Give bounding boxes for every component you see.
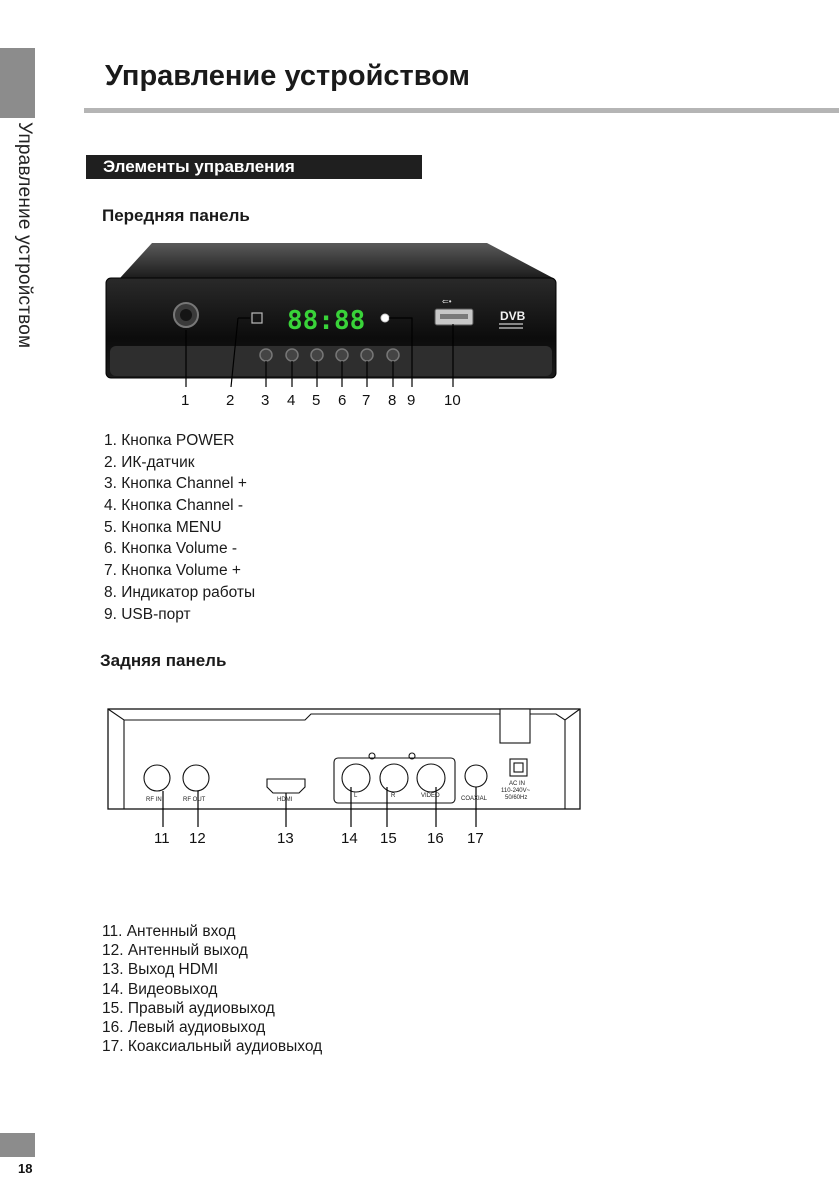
power-button-illustration: [173, 302, 199, 328]
l-label: L: [354, 793, 358, 799]
callout-3: 3: [261, 392, 269, 409]
callout-9: 9: [407, 392, 415, 409]
usb-port-illustration: [434, 308, 474, 326]
callout-5: 5: [312, 392, 320, 409]
rear-panel-heading: Задняя панель: [100, 651, 227, 670]
callout-4: 4: [287, 392, 295, 409]
callout-17: 17: [467, 830, 484, 847]
ac-in-label: AC IN: [509, 781, 525, 787]
list-item: 1. Кнопка POWER: [104, 432, 235, 449]
callout-13: 13: [277, 830, 294, 847]
rf-out-label: RF OUT: [183, 797, 206, 803]
r-label: R: [391, 793, 396, 799]
callout-8: 8: [388, 392, 396, 409]
section-heading: Элементы управления: [86, 155, 422, 179]
list-item: 5. Кнопка MENU: [104, 518, 222, 536]
rf-in-label: RF IN: [146, 797, 162, 803]
ac-voltage-label: 110-240V~: [501, 788, 531, 794]
page-number-tab: [0, 1133, 35, 1157]
coaxial-label: COAXIAL: [461, 796, 488, 802]
front-panel-list: 1. Кнопка POWER 2. ИК-датчик 3. Кнопка C…: [104, 430, 255, 625]
callout-14: 14: [341, 830, 358, 847]
list-item: 14. Видеовыход: [102, 980, 218, 998]
list-item: 17. Коаксиальный аудиовыход: [102, 1038, 323, 1056]
list-item: 7. Кнопка Volume +: [104, 562, 241, 580]
list-item: 12. Антенный выход: [102, 942, 248, 960]
rear-panel-list: 11. Антенный вход 12. Антенный выход 13.…: [102, 922, 322, 1056]
callout-15: 15: [380, 830, 397, 847]
callout-12: 12: [189, 830, 206, 847]
list-item: 3. Кнопка Channel +: [104, 475, 247, 493]
list-item: 2. ИК-датчик: [104, 453, 195, 471]
title-rule: [84, 108, 839, 113]
callout-7: 7: [362, 392, 370, 409]
ac-frequency-label: 50/60Hz: [505, 795, 527, 801]
list-item: 13. Выход HDMI: [102, 961, 219, 979]
indicator-illustration: [380, 313, 390, 323]
dvb-logo: DVB: [500, 309, 526, 323]
callout-6: 6: [338, 392, 346, 409]
list-item: 8. Индикатор работы: [104, 583, 256, 601]
front-panel-heading: Передняя панель: [102, 206, 250, 225]
list-item: 6. Кнопка Volume -: [104, 540, 238, 558]
list-item: 11. Антенный вход: [102, 923, 236, 940]
callout-2: 2: [226, 392, 234, 409]
list-item: 4. Кнопка Channel -: [104, 497, 244, 515]
side-tab-marker: [0, 48, 35, 118]
callout-10: 10: [444, 392, 461, 409]
list-item: 9. USB-порт: [104, 605, 191, 623]
svg-text:⇐•: ⇐•: [442, 297, 452, 306]
callout-16: 16: [427, 830, 444, 847]
video-label: VIDEO: [421, 793, 440, 799]
display-digits: 88:88: [287, 306, 365, 336]
page-number: 18: [18, 1161, 33, 1176]
list-item: 15. Правый аудиовыход: [102, 999, 275, 1017]
hdmi-label: HDMI: [277, 797, 293, 803]
page-title: Управление устройством: [105, 60, 470, 92]
ir-sensor-illustration: [251, 312, 263, 324]
callout-11: 11: [154, 830, 170, 847]
list-item: 16. Левый аудиовыход: [102, 1018, 266, 1036]
side-section-label: Управление устройством: [14, 122, 35, 349]
callout-1: 1: [181, 392, 189, 409]
